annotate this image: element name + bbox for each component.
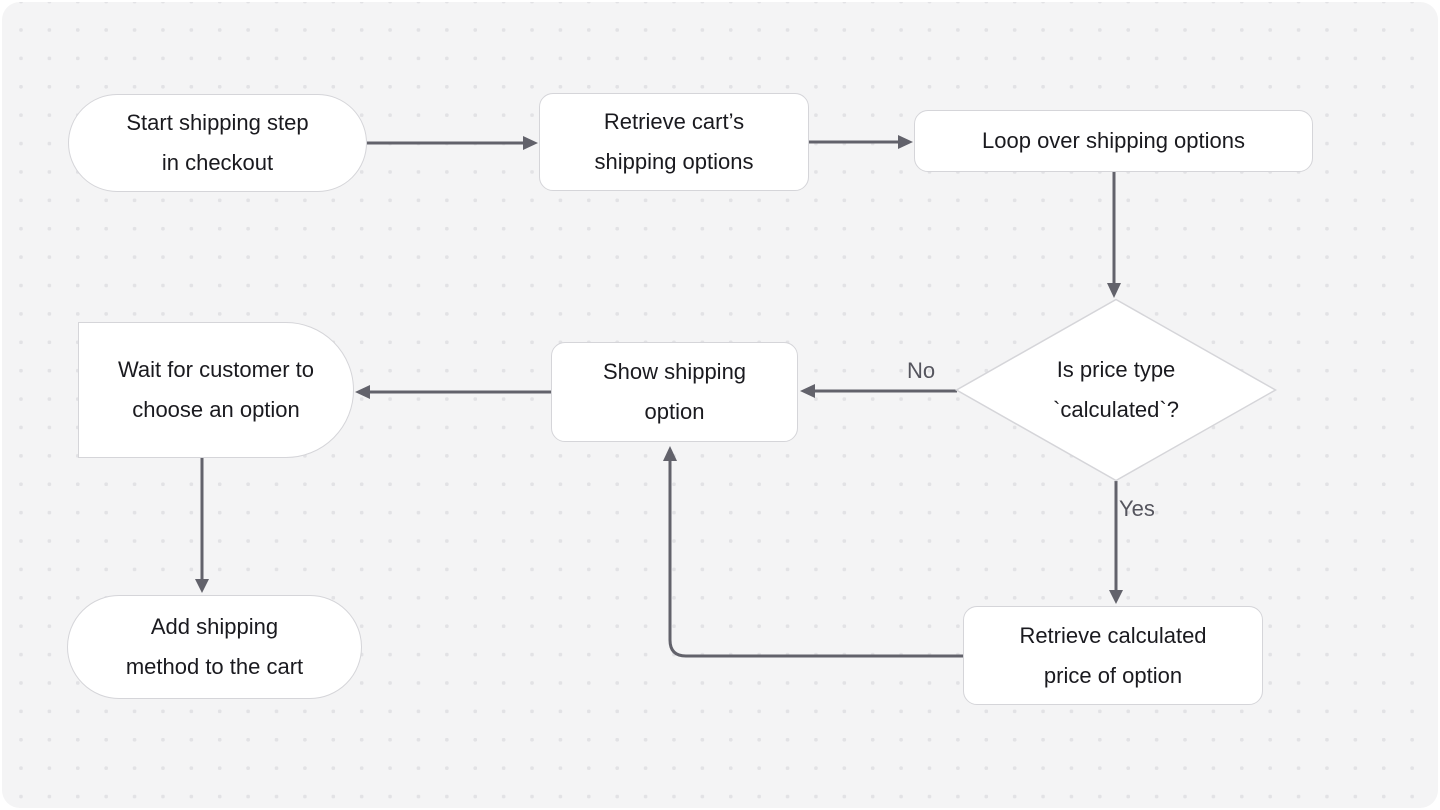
node-label: Retrieve calculated price of option	[1019, 622, 1207, 688]
node-label: Start shipping step in checkout	[126, 110, 309, 175]
arrowhead-icon	[898, 135, 913, 149]
node-label: Is price type `calculated`?	[1053, 357, 1179, 422]
node-show-shipping-option: Show shipping option	[551, 342, 798, 442]
node-loop-over-shipping-options: Loop over shipping options	[914, 110, 1313, 172]
node-start-shipping-step: Start shipping step in checkout	[68, 94, 367, 192]
node-add-shipping-method: Add shipping method to the cart	[67, 595, 362, 699]
node-wait-for-customer: Wait for customer to choose an option	[78, 322, 354, 458]
edge-loop-to-decision	[1107, 172, 1121, 298]
arrowhead-icon	[800, 384, 815, 398]
arrowhead-icon	[523, 136, 538, 150]
edge-show-option-to-wait	[355, 385, 551, 399]
node-label: Retrieve cart’s shipping options	[594, 109, 754, 174]
node-label: Add shipping method to the cart	[125, 614, 304, 679]
node-label: Loop over shipping options	[982, 128, 1245, 153]
diamond-shape	[955, 298, 1277, 482]
edge-start-to-retrieve-cart	[367, 136, 538, 150]
node-decision-is-price-calculated: Is price type `calculated`?	[955, 298, 1277, 482]
node-retrieve-cart-shipping-options: Retrieve cart’s shipping options	[539, 93, 809, 191]
edge-label-yes: Yes	[1119, 496, 1155, 521]
arrowhead-icon	[1107, 283, 1121, 298]
arrowhead-icon	[663, 446, 677, 461]
edge-decision-to-show-option	[800, 384, 957, 398]
node-retrieve-calculated-price: Retrieve calculated price of option	[963, 606, 1263, 705]
arrowhead-icon	[195, 579, 209, 593]
edge-retrieve-cart-to-loop	[809, 135, 913, 149]
edge-wait-to-add-method	[195, 458, 209, 593]
node-label: Show shipping option	[602, 359, 747, 424]
edge-retrieve-price-to-show-option	[663, 446, 963, 658]
edge-label-no: No	[907, 358, 936, 383]
arrowhead-icon	[355, 385, 370, 399]
arrowhead-icon	[1109, 590, 1123, 604]
node-label: Wait for customer to choose an option	[117, 357, 314, 422]
